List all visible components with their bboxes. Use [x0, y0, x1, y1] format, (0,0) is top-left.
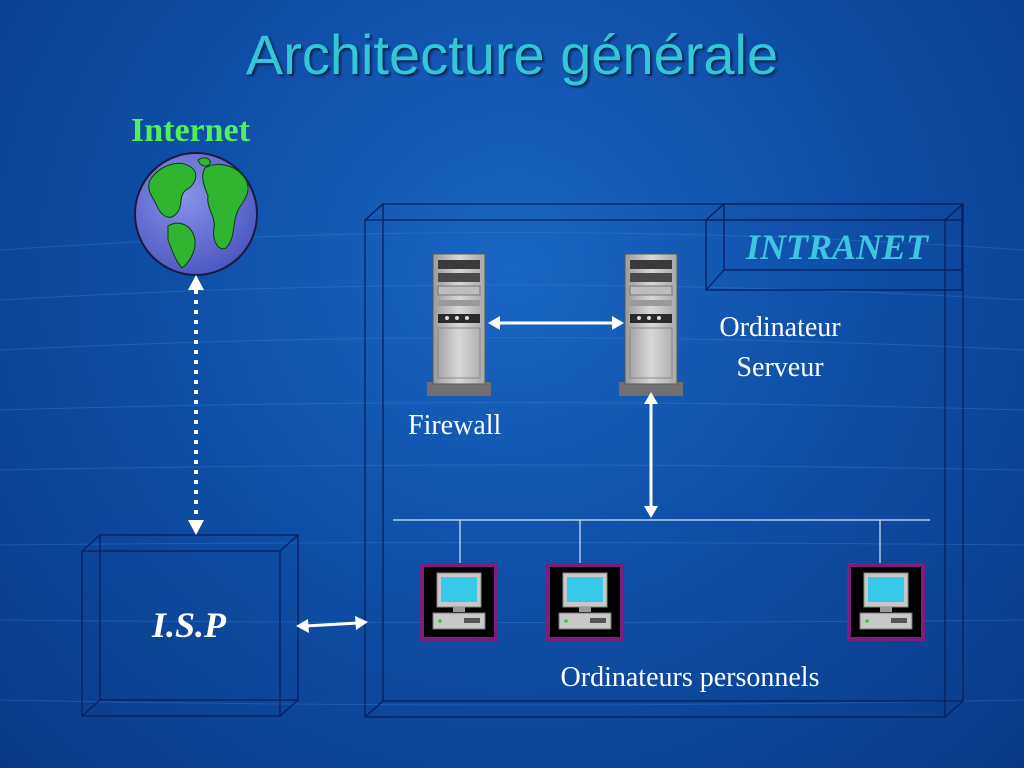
intranet-label: INTRANET	[745, 227, 929, 267]
lan-bus	[393, 519, 930, 563]
intranet-box	[364, 203, 964, 718]
firewall-server-icon	[426, 254, 492, 396]
firewall-label: Firewall	[408, 410, 502, 441]
server-label: Ordinateur Serveur	[690, 308, 870, 388]
intranet-label-box	[705, 203, 963, 291]
server-lan-arrow	[644, 392, 658, 518]
personal-computers-label: Ordinateurs personnels	[560, 662, 820, 693]
isp-box	[81, 534, 299, 717]
main-server-icon	[618, 254, 684, 396]
server-label-line1: Ordinateur	[719, 312, 841, 343]
internet-label: Internet	[131, 112, 250, 149]
workstation-1-icon	[420, 563, 498, 641]
page-title: Architecture générale	[245, 23, 779, 86]
globe-icon	[134, 152, 258, 276]
workstation-3-icon	[847, 563, 925, 641]
isp-intranet-arrow	[296, 616, 368, 633]
server-label-line2: Serveur	[736, 352, 824, 383]
workstation-2-icon	[546, 563, 624, 641]
firewall-server-arrow	[488, 316, 624, 330]
isp-label: I.S.P	[151, 605, 227, 645]
internet-isp-link	[188, 275, 204, 535]
